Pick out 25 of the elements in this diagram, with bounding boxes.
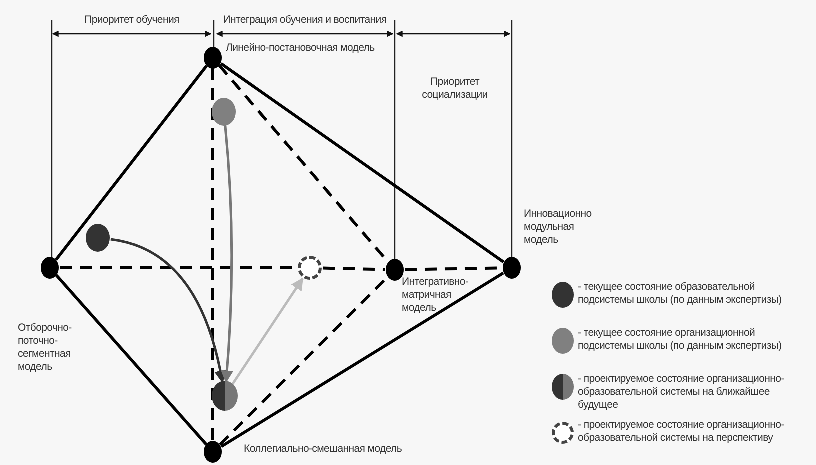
arrow bbox=[232, 278, 304, 386]
arrow bbox=[110, 238, 227, 384]
state-dot bbox=[86, 224, 110, 252]
connector-line bbox=[212, 68, 214, 442]
connector-line bbox=[322, 266, 386, 272]
vertex-label: Инновационно модульная модель bbox=[524, 208, 593, 247]
connector-line bbox=[220, 272, 504, 448]
state-dot bbox=[212, 98, 236, 126]
arrow bbox=[220, 124, 234, 384]
vertex-label: Коллегиально-смешанная модель bbox=[244, 443, 404, 456]
legend-text: - текущее состояние образовательной подсистемы школы (по данным экспертизы) bbox=[578, 281, 783, 307]
connector-line bbox=[54, 64, 208, 262]
dimension-label: Приоритет социализации bbox=[421, 76, 489, 102]
connector-line bbox=[56, 274, 208, 446]
vertex-label: Отборочно-поточно-сегментная модель bbox=[18, 322, 73, 374]
dimension-label: Интеграция обучения и воспитания bbox=[222, 14, 388, 27]
state-dot bbox=[212, 381, 238, 411]
legend-text: - текущее состояние организационной подсистемы школы (по данным экспертизы) bbox=[578, 327, 783, 353]
connector-line bbox=[220, 62, 505, 264]
legend-text: - проектируемое состояние организационно-образовательной системы на ближайшее будущее bbox=[578, 373, 786, 412]
legend-text: - проектируемое состояние организационно-образовательной системы на перспективу bbox=[578, 419, 786, 445]
dashed-circle bbox=[298, 256, 322, 280]
vertex-label: Линейно-постановочная модель bbox=[226, 42, 376, 55]
vertex-label: Интегративно-матричная модель bbox=[402, 276, 470, 315]
dimension-label: Приоритет обучения bbox=[84, 14, 180, 27]
